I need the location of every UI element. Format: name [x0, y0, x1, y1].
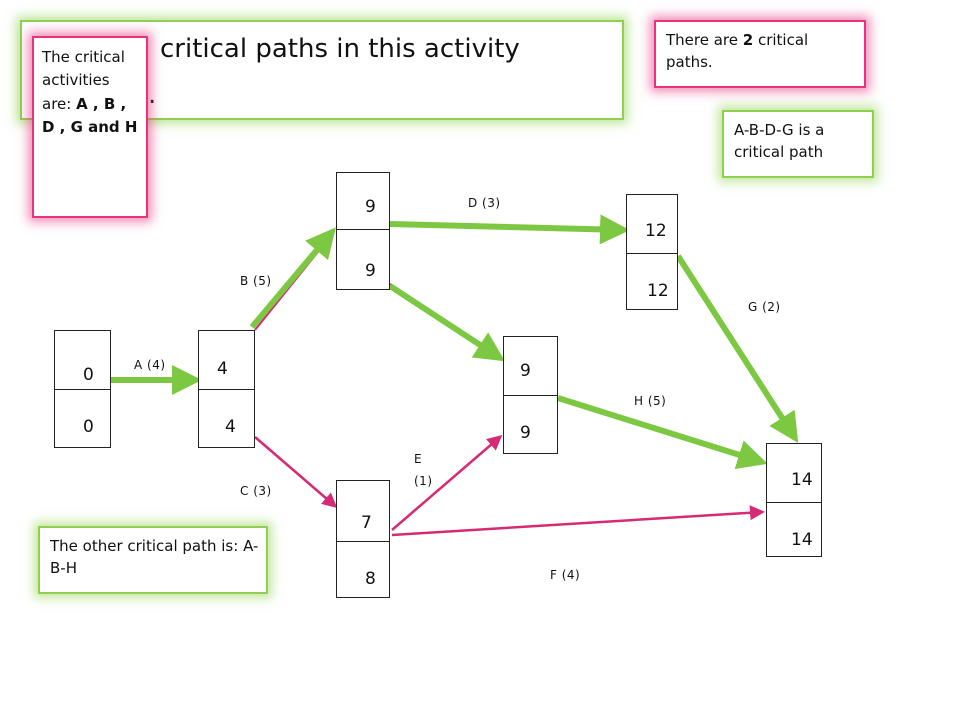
- critical-count-callout: There are 2 critical paths.: [654, 20, 866, 88]
- node-7: 7 8: [336, 480, 390, 598]
- other-path-callout: The other critical path is: A-B-H: [38, 526, 268, 594]
- other-path-text: The other critical path is: A-B-H: [50, 537, 259, 577]
- path-one-callout: A-B-D-G is a critical path: [722, 110, 874, 178]
- critical-activities-callout: The critical activities are: A , B , D ,…: [32, 36, 148, 218]
- node-4-latest: 4: [225, 417, 236, 437]
- node-4: 4 4: [198, 330, 255, 448]
- activity-g-label: G (2): [748, 300, 781, 314]
- title-line2-end: .: [148, 80, 157, 110]
- activity-e-label-1: E: [414, 452, 423, 466]
- node-0-earliest: 0: [83, 365, 94, 385]
- arrow-d: [389, 214, 630, 245]
- activity-c-label: C (3): [240, 484, 272, 498]
- node-9a-latest: 9: [365, 261, 376, 281]
- activity-h-label: H (5): [634, 394, 667, 408]
- node-12-latest: 12: [647, 281, 669, 301]
- path-one-text: A-B-D-G is a critical path: [734, 121, 825, 161]
- arrow-h: [557, 395, 768, 470]
- node-9a-earliest: 9: [365, 197, 376, 217]
- node-9b: 9 9: [503, 336, 558, 454]
- node-4-earliest: 4: [217, 359, 228, 379]
- activity-a-label: A (4): [134, 358, 166, 372]
- activity-e-label-2: (1): [414, 474, 433, 488]
- node-9b-earliest: 9: [520, 361, 531, 381]
- node-0-latest: 0: [83, 417, 94, 437]
- node-0: 0 0: [54, 330, 111, 448]
- critical-activities-text: The critical activities are: A , B , D ,…: [42, 48, 138, 136]
- activity-f-label: F (4): [550, 568, 581, 582]
- node-14: 14 14: [766, 443, 822, 557]
- node-14-earliest: 14: [791, 470, 813, 490]
- arrow-f: [391, 505, 765, 537]
- node-7-earliest: 7: [361, 513, 372, 533]
- arrow-d-to-9: [388, 283, 506, 362]
- node-9b-latest: 9: [520, 423, 531, 443]
- node-7-latest: 8: [365, 569, 376, 589]
- critical-count-text: There are 2 critical paths.: [666, 31, 809, 71]
- arrow-b: [249, 227, 336, 329]
- node-14-latest: 14: [791, 530, 813, 550]
- node-9a: 9 9: [336, 172, 390, 290]
- arrow-g: [675, 254, 799, 444]
- activity-b-label: B (5): [240, 274, 272, 288]
- activity-d-label: D (3): [468, 196, 501, 210]
- arrow-c: [254, 436, 338, 508]
- node-12-earliest: 12: [645, 221, 667, 241]
- node-12: 12 12: [626, 194, 678, 310]
- title-text: critical paths in this activity: [160, 34, 520, 64]
- arrow-e: [391, 435, 503, 531]
